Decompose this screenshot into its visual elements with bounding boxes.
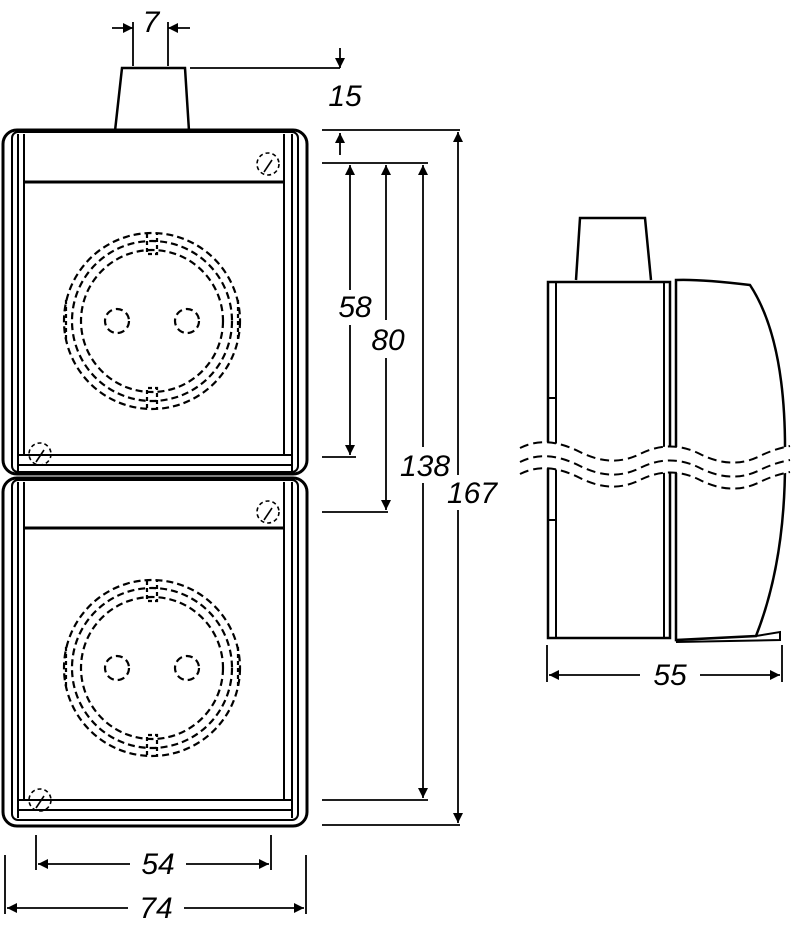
dim-label-inner-total-height: 138 bbox=[400, 450, 450, 483]
socket-outlet-icon bbox=[62, 231, 242, 411]
dim-label-inner-width: 54 bbox=[141, 848, 174, 881]
socket-outlet-icon bbox=[62, 578, 242, 758]
dim-label-plug-height: 15 bbox=[328, 80, 362, 113]
screw-icon bbox=[256, 500, 280, 524]
front-dimensions bbox=[4, 22, 463, 914]
dim-label-plug-width: 7 bbox=[143, 6, 161, 39]
upper-socket-housing bbox=[1, 128, 309, 476]
side-cable-gland bbox=[574, 216, 653, 281]
screw-icon bbox=[28, 788, 52, 812]
dim-label-depth: 55 bbox=[653, 659, 687, 692]
dim-label-inner-socket-height: 58 bbox=[338, 291, 372, 324]
side-dimensions bbox=[546, 645, 783, 682]
cable-gland bbox=[113, 66, 191, 132]
front-view bbox=[1, 66, 309, 828]
dim-label-total-width: 74 bbox=[139, 892, 172, 925]
screw-icon bbox=[256, 152, 280, 176]
lower-socket-housing bbox=[1, 476, 309, 828]
dim-label-socket-pitch: 80 bbox=[371, 324, 405, 357]
screw-icon bbox=[28, 442, 52, 466]
side-view bbox=[519, 216, 791, 643]
dim-label-total-height: 167 bbox=[447, 477, 498, 510]
